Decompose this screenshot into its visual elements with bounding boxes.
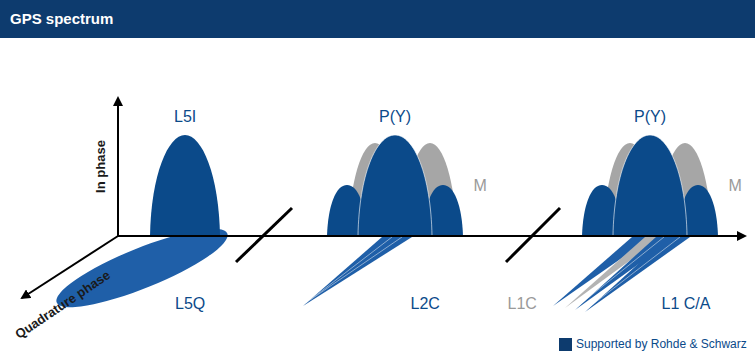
- signal-label: L1C: [508, 296, 537, 312]
- legend-swatch: [559, 338, 572, 351]
- signal-label: M: [729, 178, 742, 194]
- legend-row: Supported by Rohde & Schwarz: [559, 337, 747, 351]
- axis-label: In phase: [93, 140, 106, 193]
- signal-label: L1 C/A: [662, 296, 711, 312]
- signal-label: P(Y): [379, 109, 411, 125]
- legend-text: Supported by Rohde & Schwarz: [576, 337, 747, 351]
- signal-label: M: [474, 178, 487, 194]
- signal-label: L5I: [174, 109, 196, 125]
- header-title: GPS spectrum: [10, 11, 113, 26]
- signal-label: L2C: [411, 296, 440, 312]
- signal-label: P(Y): [634, 109, 666, 125]
- axis-label: Quadrature phase: [12, 268, 112, 341]
- signal-label: L5Q: [175, 296, 205, 312]
